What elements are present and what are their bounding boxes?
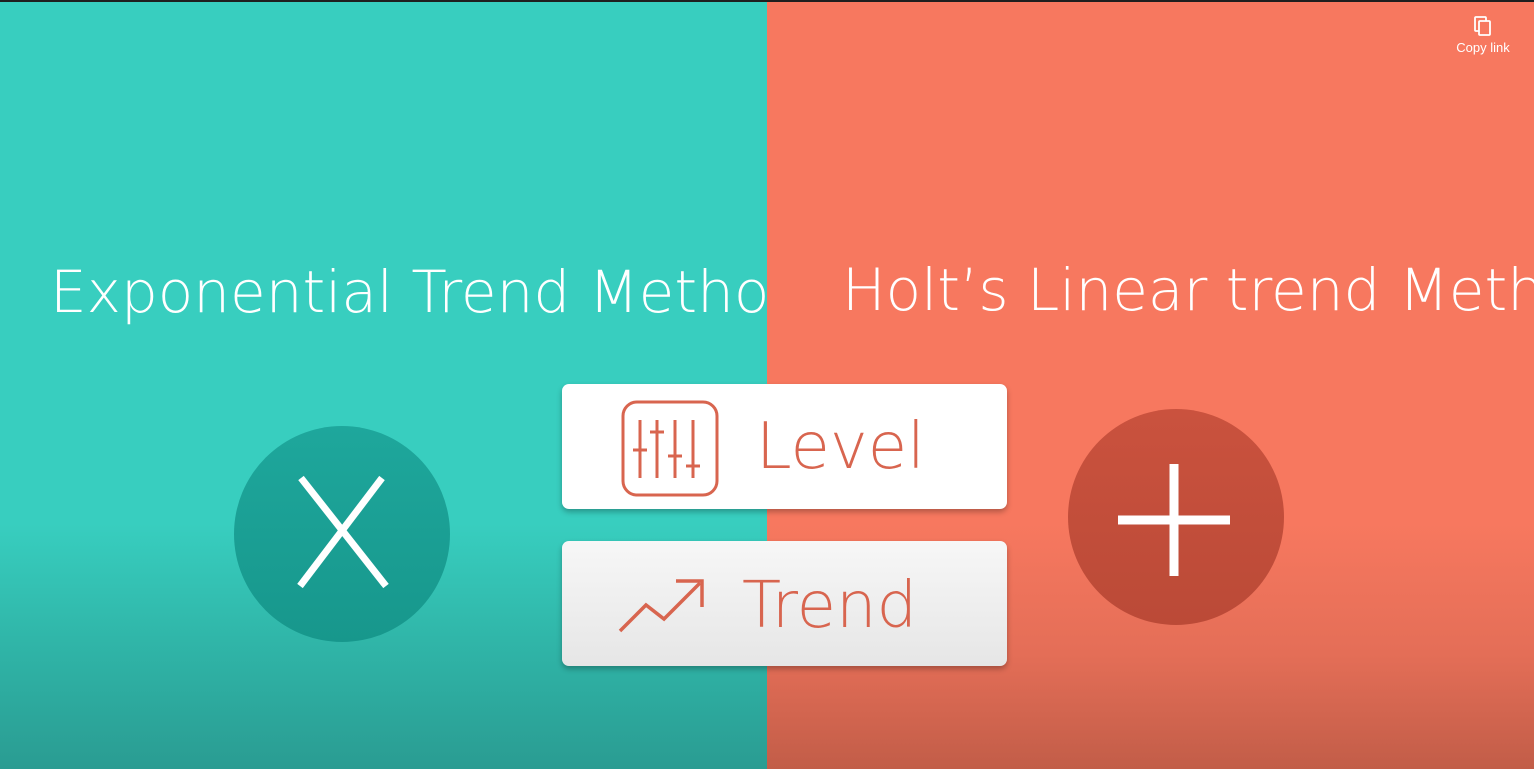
level-card: Level <box>562 384 1007 509</box>
copy-link-button[interactable]: Copy link <box>1452 12 1514 64</box>
right-method-title: Holt’s Linear trend Method <box>842 256 1534 324</box>
trend-card: Trend <box>562 541 1007 666</box>
multiply-icon <box>297 475 389 589</box>
copy-icon <box>1474 16 1491 36</box>
plus-symbol-circle <box>1068 409 1284 625</box>
sliders-icon <box>621 400 719 497</box>
trend-up-arrow-icon <box>618 579 704 633</box>
left-method-title: Exponential Trend Method <box>50 258 807 326</box>
level-label: Level <box>756 410 925 484</box>
multiply-symbol-circle <box>234 426 450 642</box>
trend-label: Trend <box>742 569 918 643</box>
copy-link-label: Copy link <box>1456 40 1510 55</box>
plus-icon <box>1118 464 1230 576</box>
